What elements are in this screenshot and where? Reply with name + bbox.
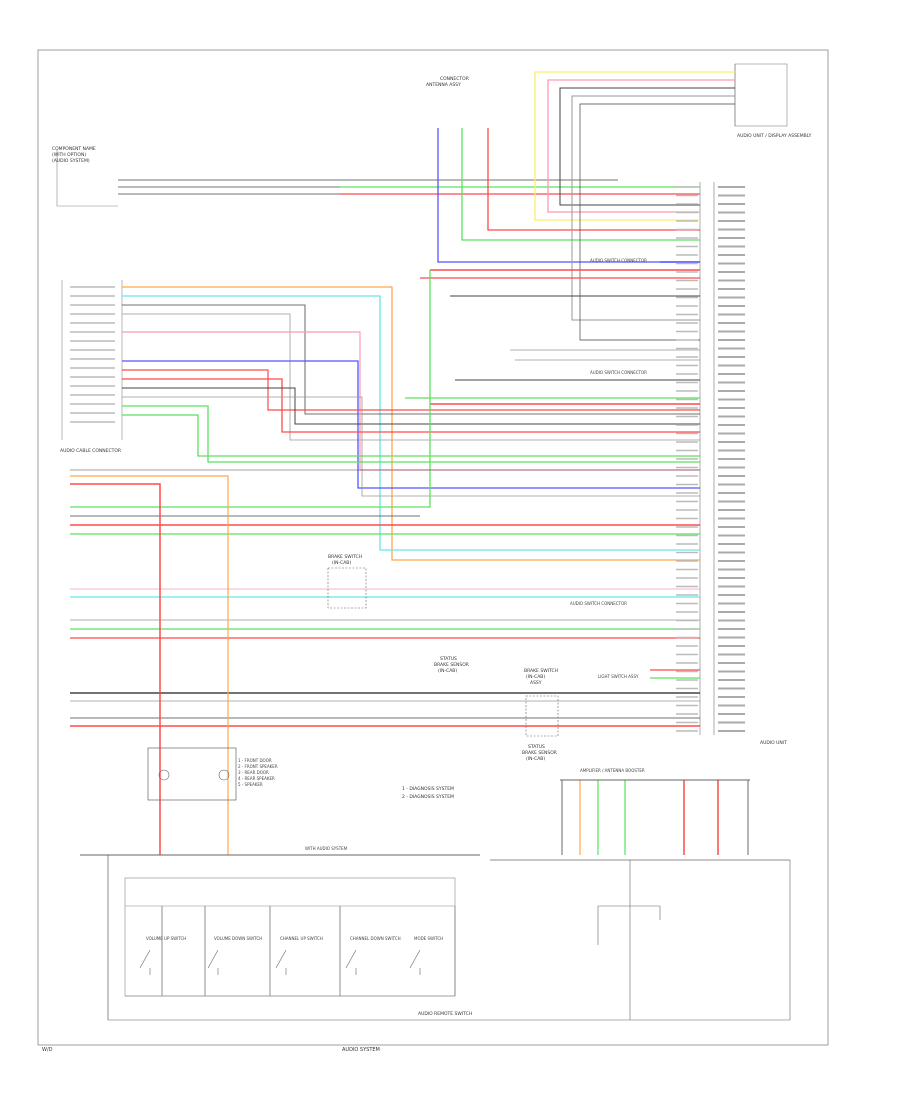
wire-black-12 <box>579 103 735 341</box>
wire-cyan-14 <box>122 295 700 551</box>
switch-label-channel-up: CHANNEL UP SWITCH <box>280 936 323 941</box>
wire-green-23 <box>122 405 700 463</box>
amplifier-box <box>147 747 237 801</box>
lower-switch-a-label-1: STATUS <box>440 656 457 662</box>
lower-switch-c-label-2: BRAKE SENSOR <box>522 750 557 756</box>
top-connector-label-1: CONNECTOR <box>440 76 469 82</box>
amplifier-symbol-2 <box>218 769 230 781</box>
lower-switch-c-label-1: STATUS <box>528 744 545 750</box>
remote-switch-contact-2 <box>275 949 287 975</box>
speaker-block-label-1: 1 - FRONT DOOR <box>238 758 272 763</box>
lower-switch-c-label-3: (IN-CAB) <box>526 756 545 762</box>
wire-red-19 <box>122 369 700 411</box>
ground-structure <box>108 860 791 1021</box>
remote-switch-panel-label: AUDIO REMOTE SWITCH <box>418 1011 472 1017</box>
wire-green-6 <box>461 128 700 241</box>
amplifier-symbol-1 <box>158 769 170 781</box>
lower-switch-b-label-2: (IN-CAB) <box>526 674 545 680</box>
right-label-3: AUDIO SWITCH CONNECTOR <box>570 601 627 606</box>
remote-switch-contact-3 <box>345 949 357 975</box>
wire-pink-9 <box>547 79 735 213</box>
display-assembly-label: AUDIO UNIT / DISPLAY ASSEMBLY <box>737 133 812 139</box>
wire-black-15 <box>122 304 700 415</box>
wire-green-24 <box>122 414 700 457</box>
remote-switch-panel <box>124 877 456 997</box>
switch-label-mode: MODE SWITCH <box>414 936 443 941</box>
footer-title: AUDIO SYSTEM <box>342 1047 380 1053</box>
ground-label: WITH AUDIO SYSTEM <box>305 846 348 851</box>
amp-label: AMPLIFIER / ANTENNA BOOSTER <box>580 768 645 773</box>
speaker-block-label-5: 5 - SPEAKER <box>238 782 263 787</box>
center-switch-label-2: (IN-CAB) <box>332 560 351 566</box>
left-connector-block <box>61 280 123 440</box>
wire-orange-47 <box>70 475 229 855</box>
audio-unit-pin-block <box>699 182 715 735</box>
wire-black-10 <box>559 87 735 206</box>
speaker-block-label-4: 4 - REAR SPEAKER <box>238 776 275 781</box>
right-label-1: AUDIO SWITCH CONNECTOR <box>590 258 647 263</box>
wire-red-46 <box>70 483 161 855</box>
wire-green-33 <box>70 270 431 508</box>
audio-unit-label: AUDIO UNIT <box>760 740 787 746</box>
wire-red-7 <box>487 128 700 231</box>
speaker-bus <box>80 779 790 861</box>
speaker-block-label-3: 3 - REAR DOOR <box>238 770 269 775</box>
lower-switch-a-label-2: BRAKE SENSOR <box>434 662 469 668</box>
legend-line-1: 1 - DIAGNOSIS SYSTEM <box>402 786 454 792</box>
remote-switch-contact-0 <box>139 949 151 975</box>
wire-black-21 <box>122 387 700 425</box>
lower-switch-a-label-3: (IN-CAB) <box>438 668 457 674</box>
left-connector-label: AUDIO CABLE CONNECTOR <box>60 448 121 454</box>
right-label-2: AUDIO SWITCH CONNECTOR <box>590 370 647 375</box>
remote-switch-contact-4 <box>409 949 421 975</box>
center-switch-label-1: BRAKE SWITCH <box>328 554 362 560</box>
top-connector-label-2: ANTENNA ASSY <box>426 82 461 88</box>
speaker-block-label-2: 2 - FRONT SPEAKER <box>238 764 278 769</box>
wire-yellow-8 <box>534 71 735 221</box>
lower-switch-b-label-3: ASSY <box>530 680 542 686</box>
lower-switch-b-label-1: BRAKE SWITCH <box>524 668 558 674</box>
top-left-module-label-3: (AUDIO SYSTEM) <box>52 158 90 164</box>
wire-red-20 <box>122 378 700 433</box>
footer-left-code: W/D <box>42 1047 53 1053</box>
right-label-4: LIGHT SWITCH ASSY <box>598 674 639 679</box>
top-left-module-label-1: COMPONENT NAME <box>52 146 96 152</box>
wire-grey-16 <box>122 313 700 441</box>
wire-grey-11 <box>571 95 735 321</box>
brake-switch-box <box>327 567 367 609</box>
wire-pink-17 <box>122 331 700 471</box>
legend-line-2: 2 - DIAGNOSIS SYSTEM <box>402 794 454 800</box>
diagram-frame <box>37 49 829 1046</box>
top-left-module-label-2: (WITH OPTION) <box>52 152 86 158</box>
switch-label-channel-down: CHANNEL DOWN SWITCH <box>350 936 401 941</box>
remote-switch-contact-1 <box>207 949 219 975</box>
brake-switch-box-lower <box>525 695 559 737</box>
top-left-module <box>56 150 118 207</box>
wire-blue-5 <box>437 128 700 263</box>
switch-label-volume-down: VOLUME DOWN SWITCH <box>214 936 262 941</box>
wire-harness <box>70 71 749 1020</box>
switch-label-volume-up: VOLUME UP SWITCH <box>146 936 186 941</box>
wire-grey-22 <box>122 396 700 497</box>
display-assembly <box>734 63 788 127</box>
